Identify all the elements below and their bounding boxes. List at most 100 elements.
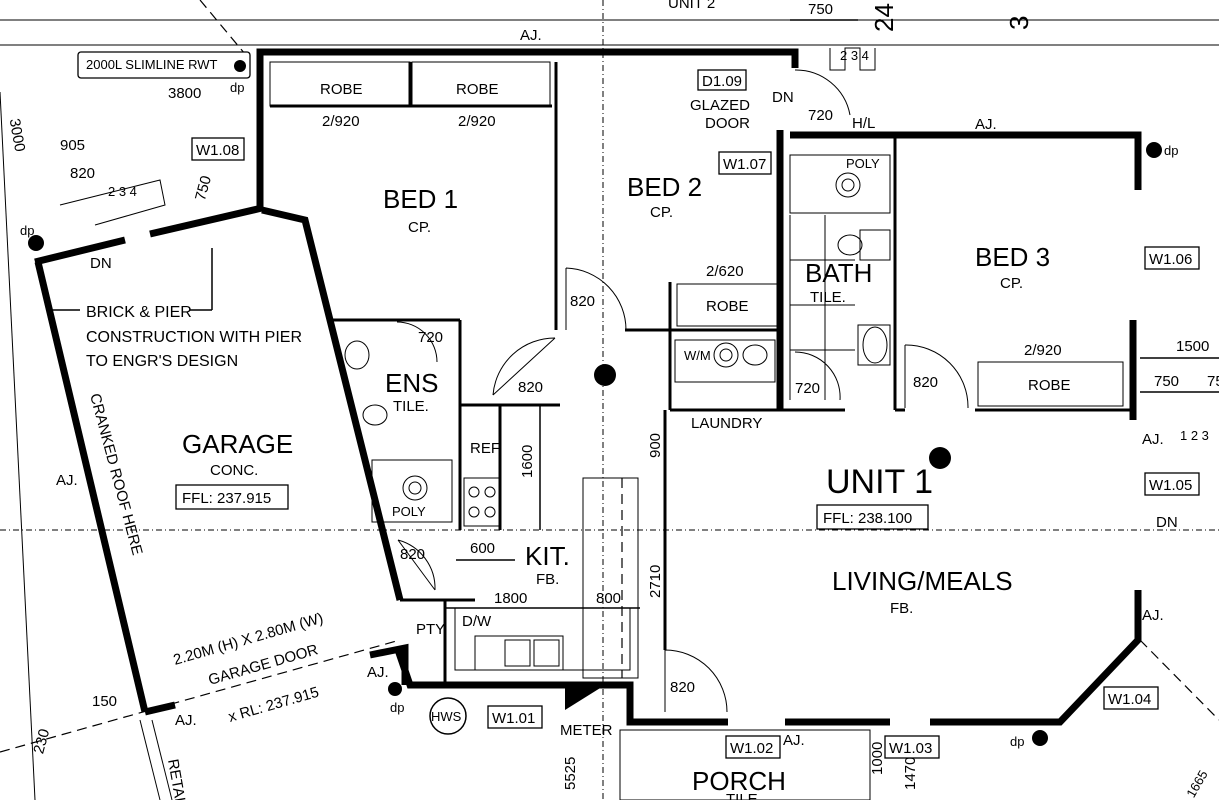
steps-label: 2 3 4 — [840, 48, 869, 63]
window-label: W1.05 — [1149, 477, 1192, 494]
dim-3: 3 — [1004, 16, 1034, 30]
dim-800: 800 — [596, 590, 621, 607]
aj-mark: AJ. — [520, 27, 542, 44]
window-label: W1.08 — [196, 142, 239, 159]
dp-label: dp — [390, 700, 404, 715]
room-pty: PTY — [416, 621, 445, 638]
aj-mark: AJ. — [783, 732, 805, 749]
room-porch-finish: TILE — [726, 791, 758, 800]
wall-garage-right — [261, 206, 404, 601]
window-tag — [725, 735, 781, 759]
door-entry — [664, 649, 728, 713]
downpipe-icon — [1146, 142, 1162, 158]
window-label: W1.02 — [730, 740, 773, 757]
meter-label: METER — [560, 722, 613, 739]
downpipe-icon — [1032, 730, 1048, 746]
glazed-door-label: DOOR — [705, 115, 750, 132]
dim-900: 900 — [647, 433, 664, 458]
garage-ffl-box — [175, 484, 289, 510]
room-kit-finish: FB. — [536, 571, 559, 588]
note-brick: CONSTRUCTION WITH PIER — [86, 329, 302, 346]
ens-basin-icon — [344, 340, 370, 370]
fridge-label: REF — [470, 440, 500, 457]
d109-box — [697, 69, 747, 91]
window-tag — [1103, 686, 1159, 710]
dim-600: 600 — [470, 540, 495, 557]
window-label: W1.01 — [492, 710, 535, 727]
dim-1800: 1800 — [494, 590, 527, 607]
shower-drain-icon — [402, 475, 428, 501]
d109-label: D1.09 — [702, 73, 742, 90]
bath-shower — [789, 154, 891, 214]
wall-garage-top-right — [149, 204, 263, 238]
poly-label: POLY — [846, 156, 880, 171]
robe-label: ROBE — [456, 81, 499, 98]
note-brick: TO ENGR'S DESIGN — [86, 353, 238, 370]
room-bed1: BED 1 — [383, 184, 458, 214]
window-tag — [884, 735, 940, 759]
unit-title: UNIT 1 — [826, 463, 933, 501]
room-living: LIVING/MEALS — [832, 566, 1013, 596]
dim-5525: 5525 — [562, 757, 579, 790]
garage-rl: x RL: 237.915 — [226, 684, 320, 726]
downpipe-icon — [388, 682, 402, 696]
glazed-door-label: GLAZED — [690, 97, 750, 114]
garage-ffl: FFL: 237.915 — [182, 490, 271, 507]
poly-label: POLY — [392, 504, 426, 519]
dim-1000: 1000 — [869, 742, 886, 775]
hl-label: H/L — [852, 115, 875, 132]
room-bed2: BED 2 — [627, 172, 702, 202]
dim-820: 820 — [70, 165, 95, 182]
retaining-wall — [151, 719, 173, 800]
door-bed2 — [565, 267, 627, 331]
dim-door: 820 — [570, 293, 595, 310]
dim-750-top: 750 — [808, 1, 833, 18]
robe-size: 2/920 — [1024, 342, 1062, 359]
room-bath: BATH — [805, 258, 872, 288]
downpipe-icon — [234, 60, 246, 72]
dishwasher-label: D/W — [462, 613, 492, 630]
dim-1470: 1470 — [902, 757, 919, 790]
boundary-line — [0, 91, 36, 800]
room-bed1-finish: CP. — [408, 219, 431, 236]
smoke-detector-icon — [594, 364, 616, 386]
robe-label: ROBE — [320, 81, 363, 98]
dim-door: 720 — [808, 107, 833, 124]
ens-shower — [371, 459, 453, 523]
door-bath — [794, 351, 841, 401]
dim-door: 820 — [913, 374, 938, 391]
cooktop — [463, 477, 501, 527]
wall-garage-corner-right — [369, 643, 409, 685]
aj-mark: AJ. — [56, 472, 78, 489]
room-bed2-finish: CP. — [650, 204, 673, 221]
room-garage-finish: CONC. — [210, 462, 258, 479]
ens-toilet-icon — [362, 404, 388, 426]
dim-1500: 1500 — [1176, 338, 1209, 355]
toilet-icon — [859, 229, 891, 261]
washing-machine-label: W/M — [684, 348, 711, 363]
dim-door: 720 — [418, 329, 443, 346]
rainwater-tank — [77, 51, 251, 79]
island-bench — [582, 477, 639, 679]
meter-box-icon — [565, 685, 605, 710]
note-brick: BRICK & PIER — [86, 304, 192, 321]
room-living-finish: FB. — [890, 600, 913, 617]
retaining-label: RETAIN — [164, 758, 190, 800]
robe-label: ROBE — [1028, 377, 1071, 394]
washing-machine-icon — [713, 342, 739, 368]
retaining-wall — [139, 719, 161, 800]
dim-1600: 1600 — [519, 445, 536, 478]
dim-750: 750 — [1154, 373, 1179, 390]
wall-garage-left — [34, 261, 149, 713]
boundary-line — [0, 639, 401, 753]
kitchen-sink — [474, 635, 564, 671]
aj-mark: AJ. — [1142, 431, 1164, 448]
porch-outline — [619, 729, 871, 800]
aj-mark: AJ. — [1142, 607, 1164, 624]
window-label: W1.07 — [723, 156, 766, 173]
unit2-label: UNIT 2 — [668, 0, 715, 12]
window-label: W1.03 — [889, 740, 932, 757]
dp-label: dp — [230, 80, 244, 95]
dn-label: DN — [772, 89, 794, 106]
